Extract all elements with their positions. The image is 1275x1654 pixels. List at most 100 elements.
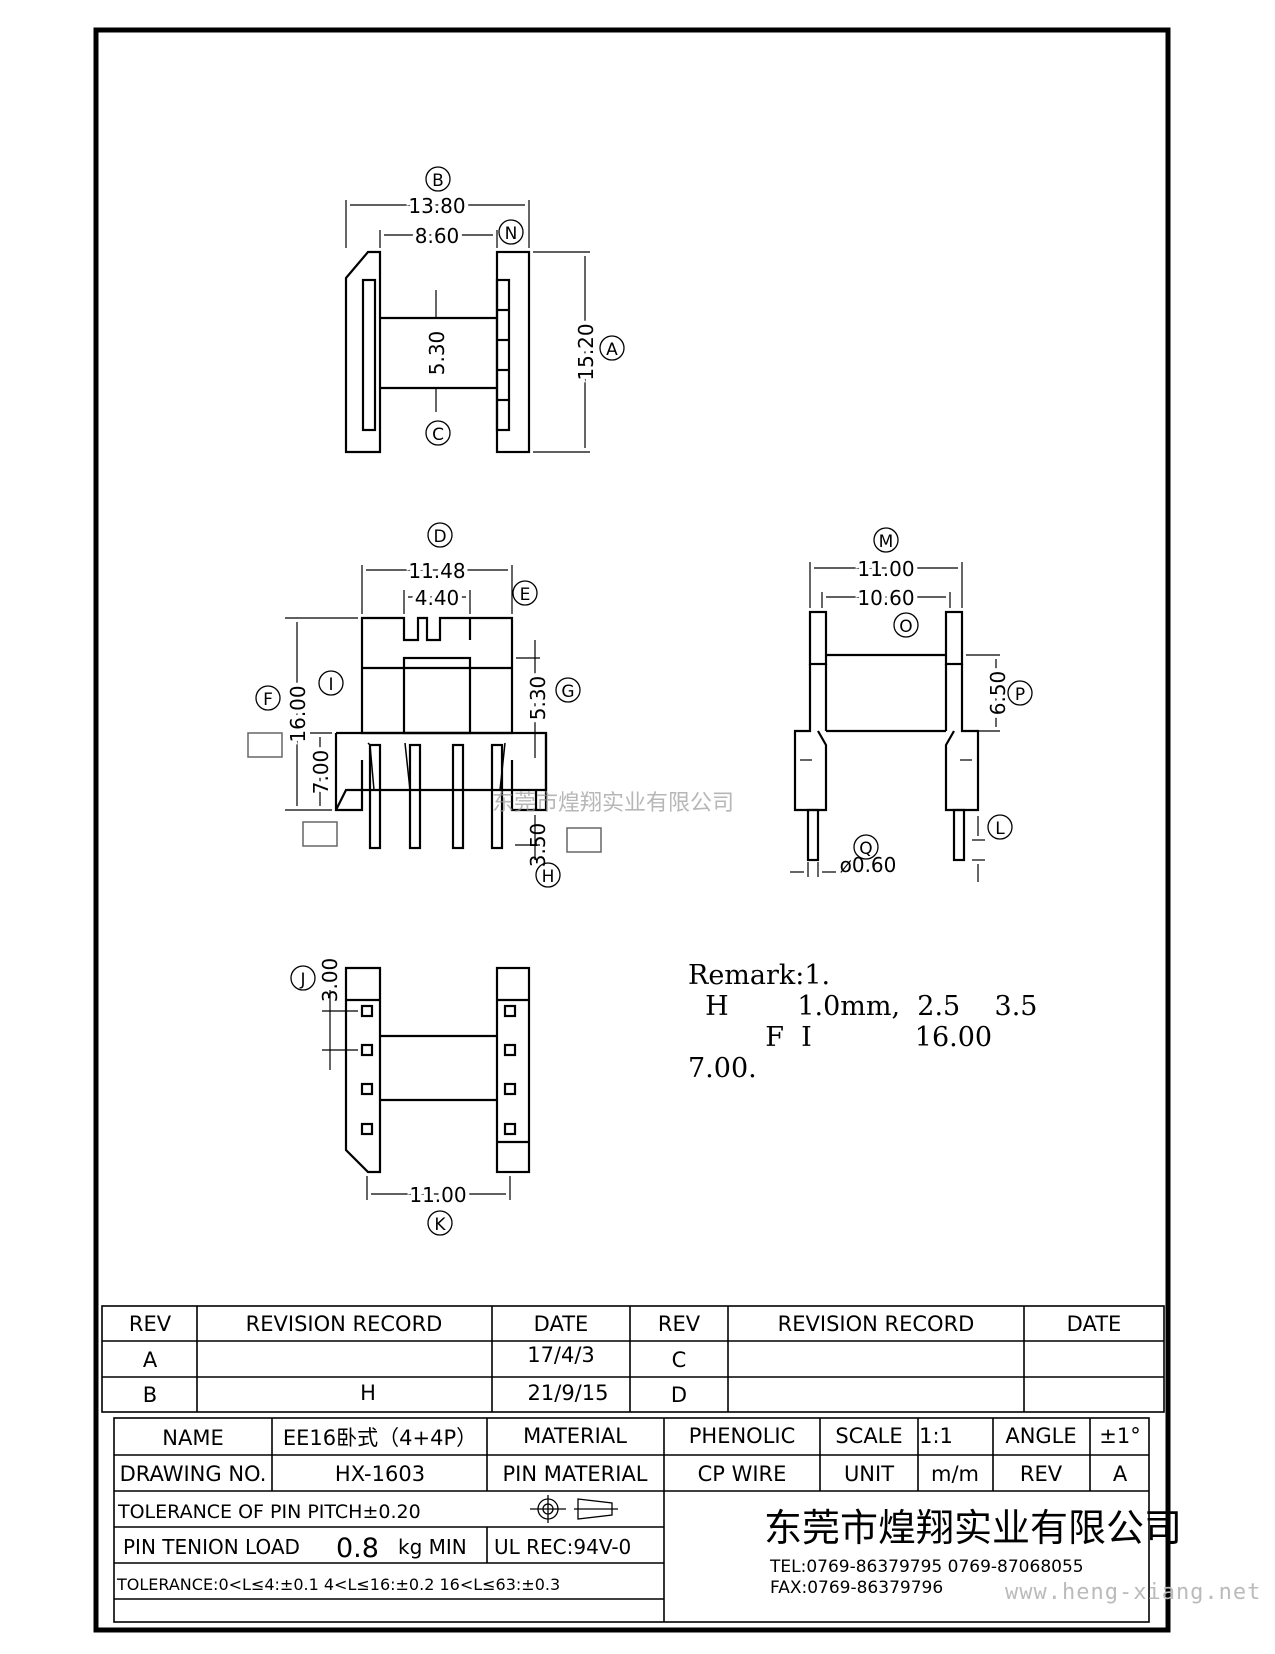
remark-notes: Remark:1. H 1.0mm, 2.5 3.5 F I 16.00 7.0… — [688, 960, 1158, 1084]
sheet-border — [93, 27, 1171, 1633]
rev-b-record: H — [360, 1381, 376, 1405]
label-k: K — [434, 1215, 446, 1235]
pin-material-label: PIN MATERIAL — [502, 1462, 647, 1486]
date-header-1: DATE — [534, 1312, 589, 1336]
svg-text:10.60: 10.60 — [857, 586, 914, 610]
company-tel: TEL:0769-86379795 0769-87068055 — [769, 1557, 1084, 1577]
dim-5-30-top: 5.30 — [425, 331, 449, 376]
placeholder-box — [247, 732, 283, 758]
bottom-view — [322, 966, 531, 1200]
placeholder-box — [302, 821, 338, 847]
unit-value: m/m — [931, 1462, 979, 1486]
unit-label: UNIT — [844, 1462, 894, 1486]
rev-a-date: 17/4/3 — [527, 1343, 595, 1367]
drawing-no-label: DRAWING NO. — [120, 1462, 267, 1486]
dim-3-50: 3.50 — [526, 823, 550, 868]
dim-15-20: 15.20 — [574, 323, 598, 380]
dim-3-00: 3.00 — [318, 958, 342, 1003]
svg-text:8.60: 8.60 — [415, 224, 460, 248]
date-header-2: DATE — [1067, 1312, 1122, 1336]
dim-10-60: 10.60 — [857, 586, 914, 610]
angle-value: ±1° — [1099, 1424, 1140, 1448]
top-view — [344, 200, 590, 454]
rev-b: B — [143, 1383, 157, 1407]
scale-label: SCALE — [835, 1424, 902, 1448]
scale-value: 1:1 — [919, 1424, 953, 1448]
placeholder-box — [566, 827, 602, 853]
label-b: B — [432, 171, 444, 191]
drawing-no-value: HX-1603 — [335, 1462, 425, 1486]
dim-6-50: 6.50 — [986, 671, 1010, 716]
material-label: MATERIAL — [523, 1424, 627, 1448]
rev-label: REV — [1020, 1462, 1063, 1486]
title-block — [113, 1417, 1150, 1623]
revision-record-header-2: REVISION RECORD — [778, 1312, 975, 1336]
projection-symbol — [530, 1495, 618, 1523]
label-h: H — [542, 867, 555, 887]
front-view-annotations: 11.48 11.48 4.40 4.40 16.00 16.00 7.00 7… — [247, 522, 602, 888]
bottom-view-annotations: 3.00 11.00 11.00 J K — [290, 958, 471, 1236]
name-label: NAME — [162, 1426, 223, 1450]
label-i: I — [328, 675, 333, 695]
pin-tension-label: PIN TENION LOAD — [123, 1535, 300, 1559]
company-fax: FAX:0769-86379796 — [770, 1578, 943, 1598]
rev-c: C — [672, 1348, 687, 1372]
dim-11-00-bottom: 11.00 — [409, 1183, 466, 1207]
ul-rating: UL REC:94V-0 — [494, 1535, 631, 1559]
remark-line-3: F I 16.00 — [688, 1022, 993, 1053]
label-n: N — [505, 224, 518, 244]
dim-11-48: 11.48 — [408, 559, 465, 583]
front-view — [285, 565, 548, 860]
revision-record-header-1: REVISION RECORD — [246, 1312, 443, 1336]
svg-text:16.00: 16.00 — [286, 685, 310, 742]
svg-text:15.20: 15.20 — [574, 323, 598, 380]
title-block-text: NAME EE16卧式（4+4P） MATERIAL PHENOLIC SCAL… — [116, 1424, 1182, 1598]
rev-value: A — [1113, 1462, 1128, 1486]
remark-line-1: Remark:1. — [688, 960, 831, 991]
top-view-annotations: 13.80 13.80 8.60 8.60 5.30 15.20 15.20 B… — [404, 166, 625, 446]
company-name: 东莞市煌翔实业有限公司 — [764, 1506, 1182, 1550]
label-j: J — [299, 970, 305, 990]
label-q: Q — [859, 839, 872, 859]
label-p: P — [1015, 685, 1025, 705]
rev-header-2: REV — [658, 1312, 701, 1336]
label-f: F — [263, 690, 273, 710]
rev-b-date: 21/9/15 — [528, 1381, 609, 1405]
rev-a: A — [143, 1348, 158, 1372]
material-value: PHENOLIC — [689, 1424, 796, 1448]
svg-text:5.30: 5.30 — [526, 676, 550, 721]
svg-text:11.00: 11.00 — [409, 1183, 466, 1207]
dim-8-60: 8.60 — [415, 224, 460, 248]
dim-11-00-side: 11.00 — [857, 557, 914, 581]
revision-table-text: REV REVISION RECORD DATE REV REVISION RE… — [129, 1312, 1121, 1407]
dim-16-00: 16.00 — [286, 685, 310, 742]
pin-tension-value: 0.8 — [336, 1533, 379, 1564]
svg-text:4.40: 4.40 — [415, 586, 460, 610]
dim-5-30-front: 5.30 — [526, 676, 550, 721]
side-view-annotations: 11.00 11.00 10.60 10.60 6.50 6.50 ø0.60 … — [840, 527, 1033, 877]
pin-tension-unit: kg MIN — [398, 1535, 467, 1559]
label-l: L — [995, 819, 1005, 839]
tolerance-general: TOLERANCE:0<L≤4:±0.1 4<L≤16:±0.2 16<L≤63… — [116, 1575, 560, 1594]
label-m: M — [879, 532, 894, 552]
label-c: C — [432, 425, 444, 445]
dim-7-00: 7.00 — [309, 750, 333, 795]
remark-line-2: H 1.0mm, 2.5 3.5 — [688, 991, 1038, 1022]
remark-line-4: 7.00. — [688, 1053, 757, 1084]
watermark-site: www.heng-xiang.net — [1005, 1580, 1262, 1605]
label-d: D — [433, 527, 446, 547]
pin-material-value: CP WIRE — [698, 1462, 787, 1486]
angle-label: ANGLE — [1005, 1424, 1076, 1448]
svg-text:11.00: 11.00 — [857, 557, 914, 581]
side-view — [790, 562, 1000, 882]
svg-text:11.48: 11.48 — [408, 559, 465, 583]
rev-header-1: REV — [129, 1312, 172, 1336]
watermark-company: 东莞市煌翔实业有限公司 — [492, 791, 735, 816]
rev-d: D — [671, 1383, 687, 1407]
revision-table — [101, 1305, 1165, 1413]
label-a: A — [606, 340, 618, 360]
label-e: E — [520, 585, 531, 605]
svg-text:7.00: 7.00 — [309, 750, 333, 795]
